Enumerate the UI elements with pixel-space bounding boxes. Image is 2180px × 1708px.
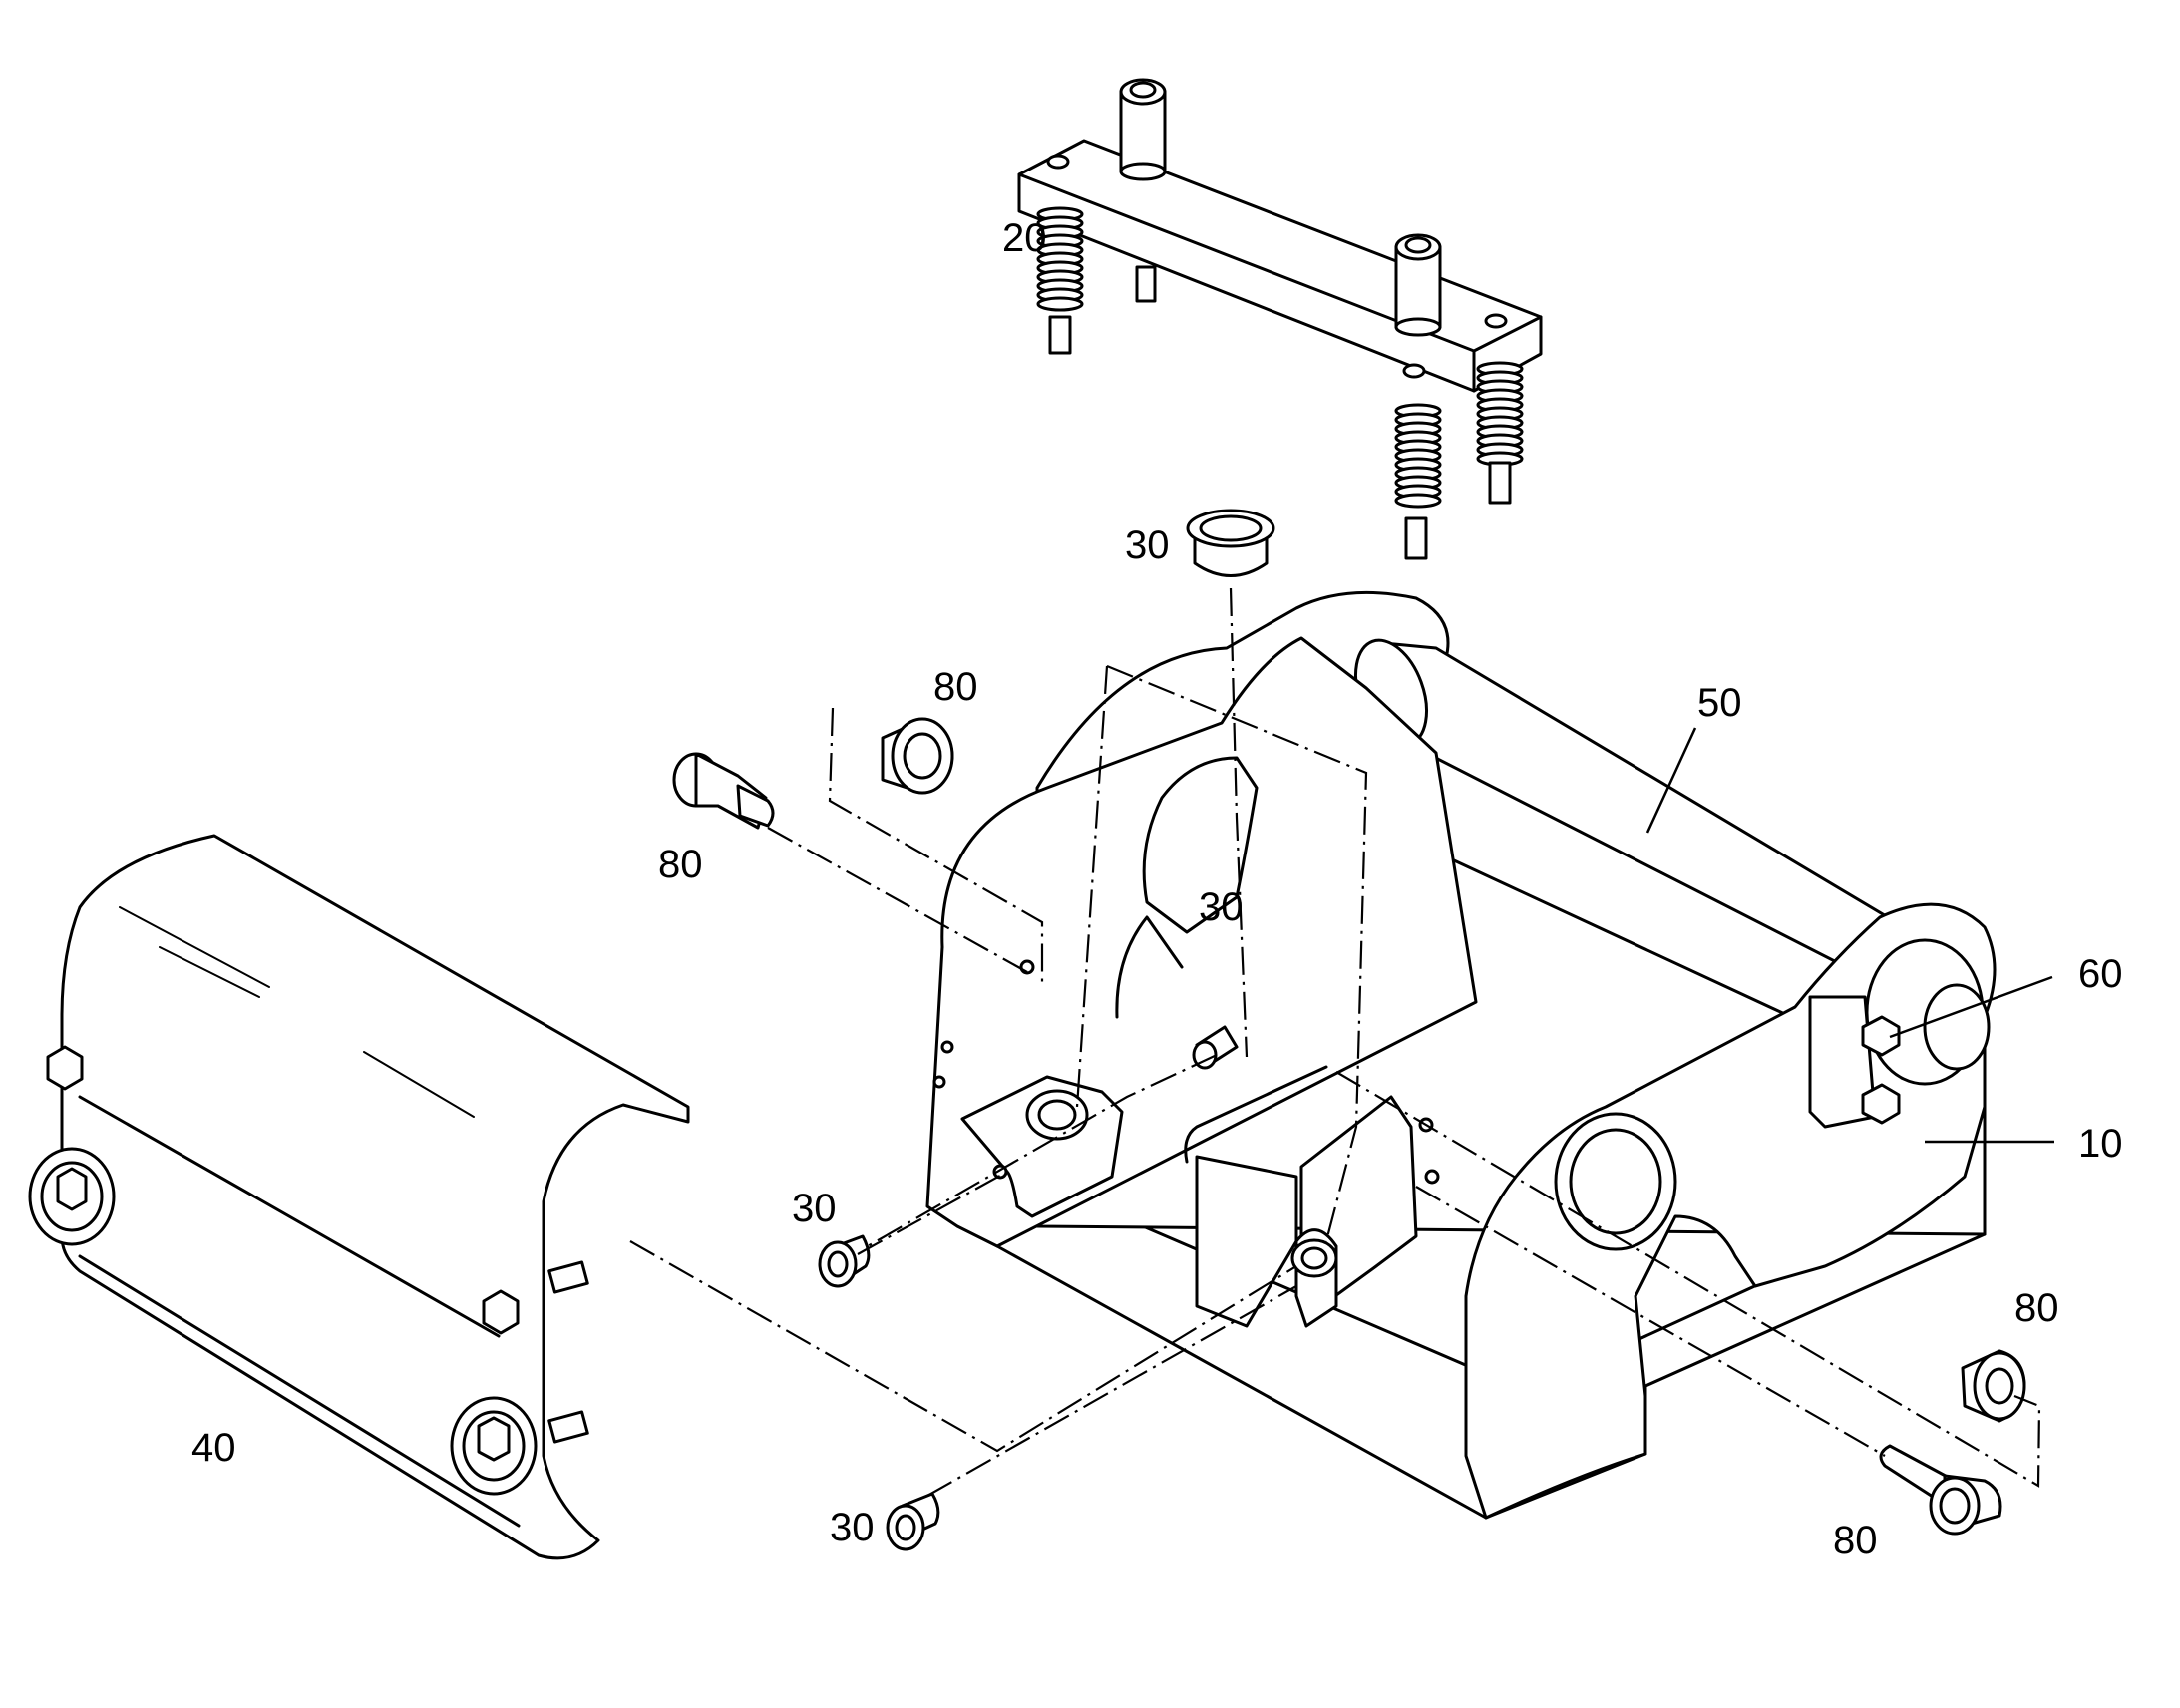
guide-pin [1119, 78, 1167, 181]
spring [1394, 403, 1442, 509]
guide-pin [1394, 233, 1442, 337]
callout-40: 40 [191, 1426, 236, 1470]
callout-10: 10 [2078, 1122, 2123, 1166]
cap-80-top [881, 717, 954, 795]
callout-30-left: 30 [792, 1187, 837, 1230]
spring-plate-assembly-20 [1017, 78, 1543, 560]
callout-30-top: 30 [1125, 523, 1170, 567]
callout-80-left: 80 [658, 843, 703, 886]
callout-50: 50 [1697, 681, 1742, 725]
cap-80-right [1961, 1349, 2026, 1423]
grub-screw-30-left [818, 1234, 871, 1288]
cover-plate-40 [28, 834, 690, 1560]
spring [1476, 361, 1524, 467]
assembly-centerlines [629, 587, 2041, 1497]
leader-lines [1645, 727, 2054, 1144]
grub-screw-30-inner [1192, 1025, 1239, 1070]
spring [1036, 206, 1084, 312]
callout-30-bottom: 30 [830, 1506, 875, 1549]
callout-80-top: 80 [933, 665, 978, 709]
bolt-80-left [672, 752, 775, 830]
callout-30-inner: 30 [1199, 885, 1244, 929]
callout-80-right: 80 [2014, 1286, 2059, 1330]
coupler-frame-10 [925, 590, 1997, 1520]
bolt-80-bottom [1879, 1444, 2002, 1536]
callout-labels: 20 30 80 80 30 50 60 10 30 40 30 80 80 [191, 216, 2123, 1562]
callout-20: 20 [1002, 216, 1047, 260]
grub-screw-30-bottom [886, 1492, 940, 1551]
callout-60: 60 [2078, 952, 2123, 996]
bushing-30 [1186, 509, 1275, 577]
callout-80-bottom: 80 [1833, 1519, 1878, 1562]
